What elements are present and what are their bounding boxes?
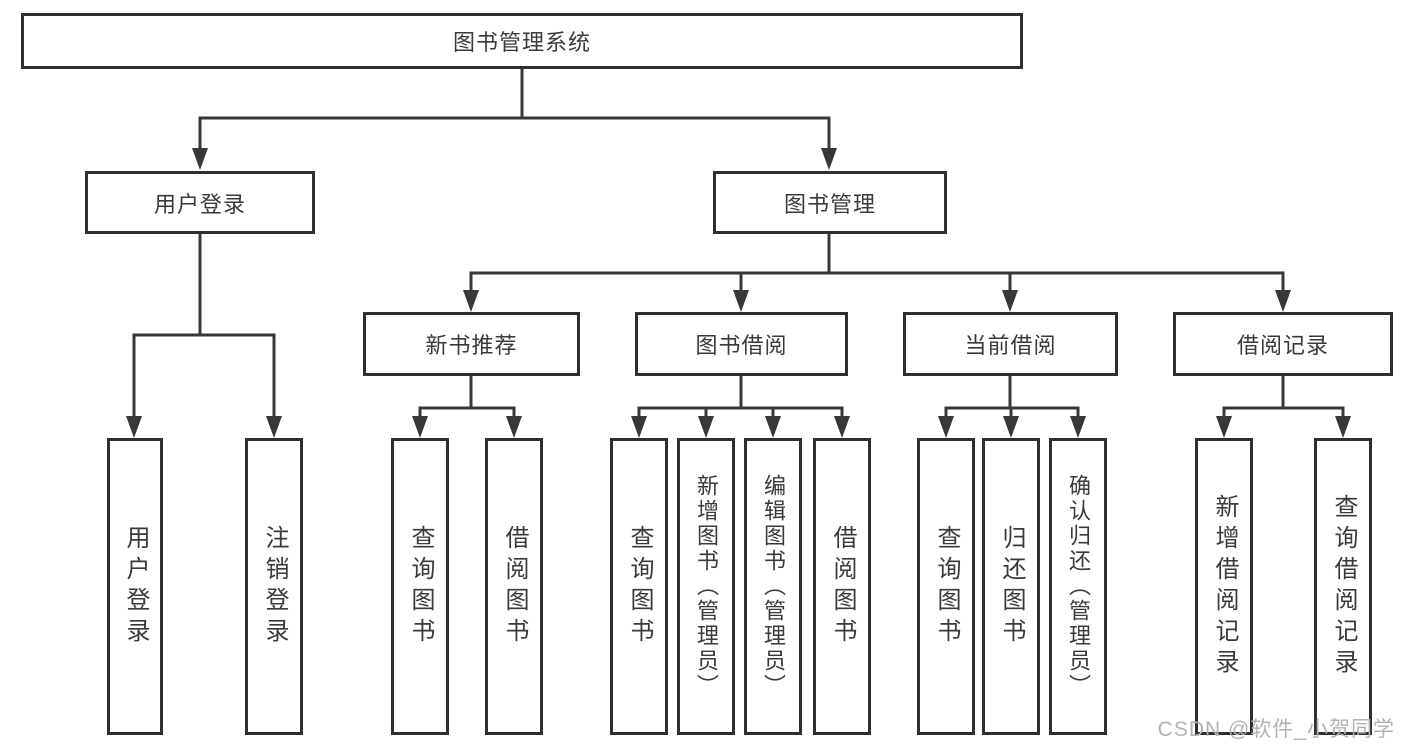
leaf-user-login-label: 用户登录 xyxy=(122,524,149,649)
node-borrow-records-label: 借阅记录 xyxy=(1236,333,1329,358)
leaf-records-add-record: 新增借阅记录 xyxy=(1195,438,1253,735)
leaf-newbook-query-books-label: 查询图书 xyxy=(407,524,434,649)
leaf-borrow-query-books: 查询图书 xyxy=(610,438,668,735)
node-root: 图书管理系统 xyxy=(21,13,1023,69)
leaf-current-return-books-label: 归还图书 xyxy=(998,524,1025,649)
node-book-borrow-label: 图书借阅 xyxy=(695,333,788,358)
leaf-borrow-edit-books-admin: 编辑图书（管理员） xyxy=(744,438,802,735)
node-borrow-records: 借阅记录 xyxy=(1173,312,1393,376)
node-user-login-branch-label: 用户登录 xyxy=(153,191,246,217)
node-book-borrow: 图书借阅 xyxy=(635,312,848,376)
leaf-newbook-borrow-books: 借阅图书 xyxy=(485,438,543,735)
leaf-borrow-add-books-admin: 新增图书（管理员） xyxy=(677,438,735,735)
leaf-records-query-record-label: 查询借阅记录 xyxy=(1330,493,1357,680)
leaf-current-confirm-return-admin-label: 确认归还（管理员） xyxy=(1066,474,1091,699)
leaf-borrow-add-books-admin-label: 新增图书（管理员） xyxy=(694,474,719,699)
leaf-borrow-borrow-books-label: 借阅图书 xyxy=(829,524,856,649)
node-new-book-recommend: 新书推荐 xyxy=(363,312,580,376)
leaf-logout-label: 注销登录 xyxy=(261,524,288,649)
leaf-current-query-books-label: 查询图书 xyxy=(933,524,960,649)
node-book-management-label: 图书管理 xyxy=(783,191,876,217)
leaf-newbook-borrow-books-label: 借阅图书 xyxy=(501,524,528,649)
leaf-current-return-books: 归还图书 xyxy=(982,438,1040,735)
leaf-logout: 注销登录 xyxy=(245,438,303,735)
node-root-label: 图书管理系统 xyxy=(452,30,591,55)
leaf-records-add-record-label: 新增借阅记录 xyxy=(1211,493,1238,680)
leaf-newbook-query-books: 查询图书 xyxy=(391,438,449,735)
leaf-borrow-query-books-label: 查询图书 xyxy=(626,524,653,649)
leaf-current-query-books: 查询图书 xyxy=(917,438,975,735)
leaf-current-confirm-return-admin: 确认归还（管理员） xyxy=(1049,438,1107,735)
leaf-records-query-record: 查询借阅记录 xyxy=(1314,438,1372,735)
node-current-borrow: 当前借阅 xyxy=(903,312,1118,376)
node-new-book-recommend-label: 新书推荐 xyxy=(425,333,518,358)
leaf-user-login: 用户登录 xyxy=(107,438,163,735)
node-book-management: 图书管理 xyxy=(713,171,947,234)
node-user-login-branch: 用户登录 xyxy=(85,171,315,234)
leaf-borrow-edit-books-admin-label: 编辑图书（管理员） xyxy=(761,474,786,699)
node-current-borrow-label: 当前借阅 xyxy=(964,333,1057,358)
csdn-watermark: CSDN @软件_小贺同学 xyxy=(1157,718,1395,741)
leaf-borrow-borrow-books: 借阅图书 xyxy=(813,438,871,735)
